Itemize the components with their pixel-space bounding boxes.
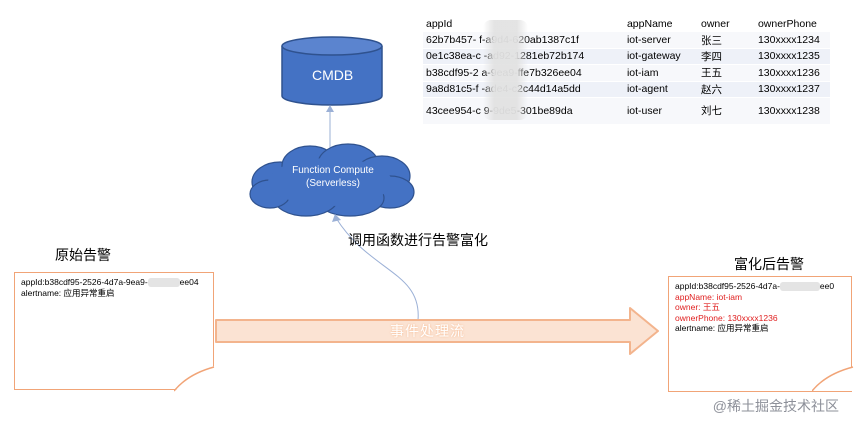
enriched-appname: appName: iot-iam [675,291,743,302]
enriched-alert-line-appid: appId:b38cdf95-2526-4d7a-ee0 [675,281,845,292]
enriched-alert-card: appId:b38cdf95-2526-4d7a-ee0 appName: io… [668,276,852,392]
table-row: 62b7b457- f-a9d4-620ab1387c1f iot-server… [423,31,830,49]
table-cell: 130xxxx1235 [754,48,830,66]
original-appid-end: ee04 [179,277,199,287]
cloud-label: Function Compute (Serverless) [268,164,398,190]
event-flow-label: 事件处理流 [390,323,465,339]
redaction-blur [483,20,528,120]
table-cell: 130xxxx1237 [754,81,830,98]
cmdb-label: CMDB [312,67,354,83]
original-alert-line-alertname: alertname: 应用异常重启 [21,287,115,298]
header-owner: owner [698,16,755,33]
table-cell: 王五 [698,64,755,82]
table-cell: iot-server [623,31,698,49]
cloud-line-1: Function Compute [292,165,374,176]
cloud-line-2: (Serverless) [306,178,360,189]
enriched-appid-end: ee0 [819,281,835,291]
enriched-owner: owner: 王五 [675,302,720,312]
original-card-fold-icon [174,366,215,392]
cmdb-database-icon [281,36,383,106]
table-cell: iot-gateway [623,48,698,66]
enriched-alertname: alertname: 应用异常重启 [675,323,769,333]
enriched-appid-redacted [779,282,820,292]
table-cell: 李四 [698,48,755,66]
table-cell: 43cee954-c 9-9de5-301be89da [423,97,624,125]
table-cell: 130xxxx1236 [754,64,830,82]
cmdb-table: appId appName owner ownerPhone 62b7b457-… [423,16,830,125]
original-appid-text: appId:b38cdf95-2526-4d7a-9ea9- [21,277,148,287]
enrich-curve-arrow [332,214,419,321]
cloud-to-cmdb-arrow [326,105,334,150]
enriched-card-fold-icon [812,366,854,392]
table-cell: iot-user [623,97,698,125]
table-cell: 赵六 [698,81,755,98]
original-alert-card: appId:b38cdf95-2526-4d7a-9ea9- ee04 alert… [14,272,214,390]
enriched-ownerphone: ownerPhone: 130xxxx1236 [675,312,778,323]
table-cell: 张三 [698,31,755,49]
table-cell: 130xxxx1234 [754,31,830,49]
table-cell: iot-iam [623,64,698,82]
header-ownerphone: ownerPhone [754,16,830,33]
original-alert-title: 原始告警 [55,247,111,263]
watermark: @稀土掘金技术社区 [712,398,839,414]
table-row: 43cee954-c 9-9de5-301be89da iot-user 刘七 … [423,97,830,125]
original-appid-redacted [147,278,180,288]
enriched-alert-title: 富化后告警 [734,256,804,272]
event-flow-arrow [215,307,659,355]
enrich-label: 调用函数进行告警富化 [348,232,488,248]
original-alert-line-appid: appId:b38cdf95-2526-4d7a-9ea9- ee04 [21,277,207,288]
function-compute-cloud-icon [249,143,415,217]
table-cell: 刘七 [698,97,755,125]
table-cell: iot-agent [623,81,698,98]
enriched-appid-text: appId:b38cdf95-2526-4d7a- [675,281,780,291]
header-appname: appName [623,16,698,33]
table-cell: 130xxxx1238 [754,97,830,125]
